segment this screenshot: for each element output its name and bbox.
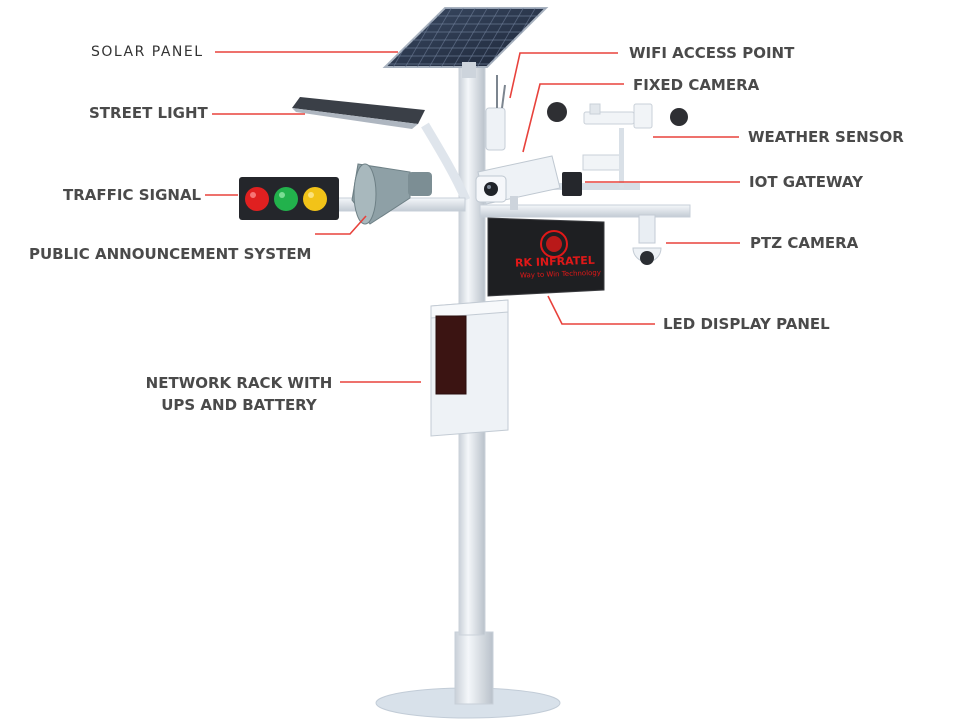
weather-sensor-graphic [547,102,688,188]
label-iot-gateway: IOT GATEWAY [749,173,863,191]
label-fixed-camera: FIXED CAMERA [633,76,760,94]
solar-panel-graphic [382,7,549,78]
fixed-camera-graphic [475,155,561,210]
street-light-graphic [292,97,471,202]
label-traffic-signal: TRAFFIC SIGNAL [63,186,202,204]
ptz-camera-graphic [632,214,662,265]
label-public-announcement: PUBLIC ANNOUNCEMENT SYSTEM [29,245,312,263]
led-display-graphic [487,217,605,297]
network-rack-graphic [430,299,509,437]
horn-speaker-graphic [351,163,432,225]
label-network-rack: NETWORK RACK WITH UPS AND BATTERY [139,372,339,416]
label-ptz-camera: PTZ CAMERA [750,234,859,252]
label-network-rack-line2: UPS AND BATTERY [161,396,317,414]
right-arm [479,204,691,218]
label-street-light: STREET LIGHT [89,104,208,122]
label-led-display-panel: LED DISPLAY PANEL [663,315,830,333]
label-weather-sensor: WEATHER SENSOR [748,128,904,146]
label-solar-panel: SOLAR PANEL [91,44,204,60]
leader-lines [205,51,740,383]
pole-base-sleeve [454,631,494,705]
label-network-rack-line1: NETWORK RACK WITH [145,374,333,392]
wifi-access-point-graphic [485,75,506,151]
label-wifi-access-point: WIFI ACCESS POINT [629,44,795,62]
iot-gateway-graphic [562,172,582,196]
traffic-signal-graphic [239,177,339,220]
